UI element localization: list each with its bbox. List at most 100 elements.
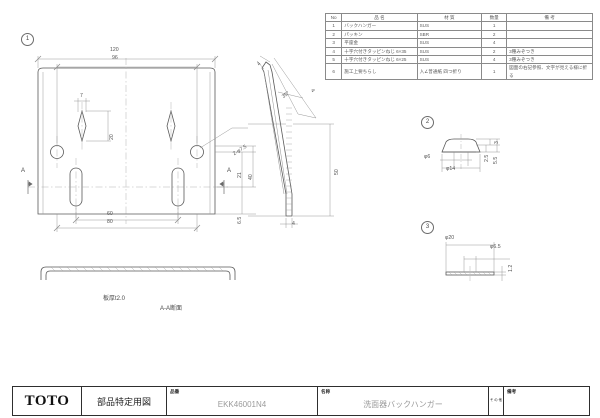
dim-detail2-h25: 2.5: [484, 154, 490, 162]
table-row: 6 施工上要ちらし 入∠普通紙 四つ折り 1 図面の右記参照、文字が見える様に折…: [324, 63, 593, 81]
dim-detail2-bore: φ6: [424, 154, 431, 160]
dim-hole-span: 96: [112, 55, 118, 61]
cell-qty: 4: [481, 55, 508, 65]
dim-detail2-h3: 3: [494, 141, 500, 144]
table-row: 2 パッキン SBR 2: [324, 29, 593, 40]
cell-name: パッキン: [341, 29, 418, 40]
cell-qty: 1: [481, 21, 508, 31]
remarks-label: 備考: [507, 389, 517, 394]
cell-material: SUS: [416, 46, 483, 57]
side-profile-view: [248, 55, 334, 228]
section-hatch: [448, 271, 492, 276]
cell-remark: [506, 38, 593, 48]
cell-material: SBR: [416, 29, 483, 40]
section-label-right: A: [227, 168, 232, 174]
dim-detail3-thickness: 1.2: [508, 264, 514, 272]
packing-outline: [441, 138, 481, 153]
dimension-ticks: [34, 55, 219, 232]
section-aa-view: [40, 266, 236, 280]
dim-height-21: 21: [237, 172, 243, 178]
cell-no: 4: [324, 46, 343, 57]
table-row: 1 バックハンガー SUS 1: [324, 21, 593, 31]
table-row: 4 十字穴付きタッピンねじ 6×35 SUS 2 3種みぞつき: [324, 46, 593, 57]
cell-qty: 2: [481, 46, 508, 57]
view1-balloon: 1: [21, 33, 34, 46]
diamond-slot: [77, 109, 176, 143]
part-name-label: 名称: [321, 389, 331, 394]
detail2-dimension-lines: [440, 138, 500, 172]
other-label: そ の 他: [489, 398, 503, 403]
other-cell: そ の 他: [489, 387, 504, 415]
dim-side-height-50: 50: [334, 169, 340, 175]
cell-name: 十字穴付きタッピンねじ 6×35: [341, 46, 418, 57]
dimension-lines: [37, 56, 256, 232]
header-no: No: [324, 12, 343, 23]
note-plate-thickness: 板厚t2.0: [103, 296, 126, 302]
cell-remark: [506, 21, 593, 31]
cell-material: SUS: [416, 38, 483, 48]
cell-remark: 3種みぞつき: [506, 55, 593, 65]
cell-remark: [506, 29, 593, 40]
dim-detail2-h55: 5.5: [493, 156, 499, 164]
detail3-dimension-lines: [445, 242, 510, 281]
center-line: [28, 58, 228, 224]
cell-no: 5: [324, 55, 343, 65]
cell-remark: 3種みぞつき: [506, 46, 593, 57]
view2-balloon: 2: [421, 116, 434, 129]
cell-material: 入∠普通紙 四つ折り: [416, 63, 483, 81]
dim-detail2-outer: φ14: [446, 166, 456, 172]
remarks-cell: 備考: [504, 387, 589, 415]
cell-material: SUS: [416, 21, 483, 31]
view3-balloon: 3: [421, 221, 434, 234]
header-remark: 備 考: [506, 12, 593, 23]
detail-view-3: [445, 242, 510, 282]
section-inner: [45, 270, 231, 280]
cell-qty: 1: [481, 63, 508, 81]
view1-front: [27, 55, 256, 232]
caption-section-aa: A-A断面: [160, 306, 183, 312]
part-number-label: 品番: [170, 389, 180, 394]
round-hole: [50, 145, 204, 159]
header-material: 材 質: [416, 12, 483, 23]
dim-edge-6-5: 6.5: [237, 216, 243, 224]
section-hatch: [286, 107, 292, 211]
dim-slot-height: 20: [109, 134, 115, 140]
dim-detail3-outer: φ20: [445, 235, 455, 241]
dim-bolt-span-outer: 80: [107, 219, 113, 225]
section-hatch: [50, 266, 224, 272]
part-number-cell: 品番 EKK46001N4: [167, 387, 318, 415]
toto-logo: TOTO: [13, 387, 82, 415]
cell-name: 平座金: [341, 38, 418, 48]
dim-overall-width: 120: [110, 47, 119, 53]
cell-name: 十字穴付きタッピンねじ 6×25: [341, 55, 418, 65]
section-arrow: [27, 180, 225, 194]
table-header-row: No 品 名 材 質 数量 備 考: [324, 12, 593, 23]
parts-table: No 品 名 材 質 数量 備 考 1 バックハンガー SUS 1 2 パッキン…: [324, 12, 593, 81]
cell-no: 2: [324, 29, 343, 40]
remarks-value: [504, 398, 589, 405]
cell-remark: 図面の右記参照、文字が見える様に折る: [506, 63, 593, 81]
title-block: TOTO 部品特定用図 品番 EKK46001N4 名称 洗面器バックハンガー …: [12, 386, 590, 416]
cell-no: 1: [324, 21, 343, 31]
dim-side-thickness: 4: [292, 221, 295, 227]
cell-no: 3: [324, 38, 343, 48]
dim-bolt-span-inner: 60: [107, 211, 113, 217]
plate-outline: [37, 67, 216, 215]
detail-view-2: [440, 134, 500, 172]
cell-qty: 4: [481, 38, 508, 48]
dim-slot-width: 7: [80, 93, 83, 99]
table-row: 5 十字穴付きタッピンねじ 6×25 SUS 4 3種みぞつき: [324, 55, 593, 65]
header-qty: 数量: [481, 12, 508, 23]
section-outer: [40, 266, 236, 280]
table-row: 3 平座金 SUS 4: [324, 38, 593, 48]
dim-detail3-bore: φ6.5: [490, 244, 501, 250]
side-dimension-lines: [248, 55, 334, 228]
washer-outline: [445, 271, 495, 276]
header-name: 品 名: [341, 12, 418, 23]
drawing-kind: 部品特定用図: [82, 387, 167, 415]
part-number-value: EKK46001N4: [217, 400, 267, 409]
section-label-left: A: [21, 168, 26, 174]
cell-no: 6: [324, 63, 343, 81]
part-name-cell: 名称 洗面器バックハンガー: [318, 387, 489, 415]
